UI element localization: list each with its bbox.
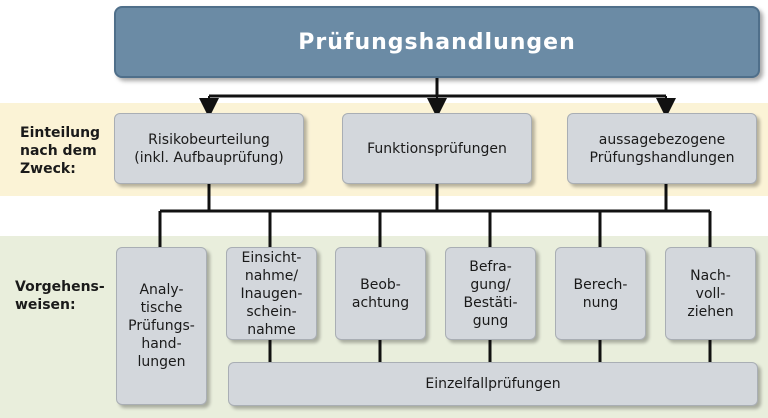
box-observation: Beob- achtung bbox=[335, 247, 426, 340]
box-substantive-procedures: aussagebezogene Prüfungshandlungen bbox=[567, 113, 757, 184]
box-analytical-procedures: Analy- tische Prüfungs- hand- lungen bbox=[116, 247, 207, 405]
box-inquiry-confirmation: Befra- gung/ Bestäti- gung bbox=[445, 247, 536, 340]
box-reperformance: Nach- voll- ziehen bbox=[665, 247, 756, 340]
diagram-title: Prüfungshandlungen bbox=[114, 6, 760, 78]
box-risk-assessment: Risikobeurteilung (inkl. Aufbauprüfung) bbox=[114, 113, 304, 184]
purpose-row-label: Einteilung nach dem Zweck: bbox=[20, 125, 101, 177]
box-recalculation: Berech- nung bbox=[555, 247, 646, 340]
box-function-tests: Funktionsprüfungen bbox=[342, 113, 532, 184]
approach-row-label: Vorgehens- weisen: bbox=[15, 279, 105, 313]
box-detail-tests: Einzelfallprüfungen bbox=[228, 362, 758, 406]
box-inspection: Einsicht- nahme/ Inaugen- schein- nahme bbox=[226, 247, 317, 340]
